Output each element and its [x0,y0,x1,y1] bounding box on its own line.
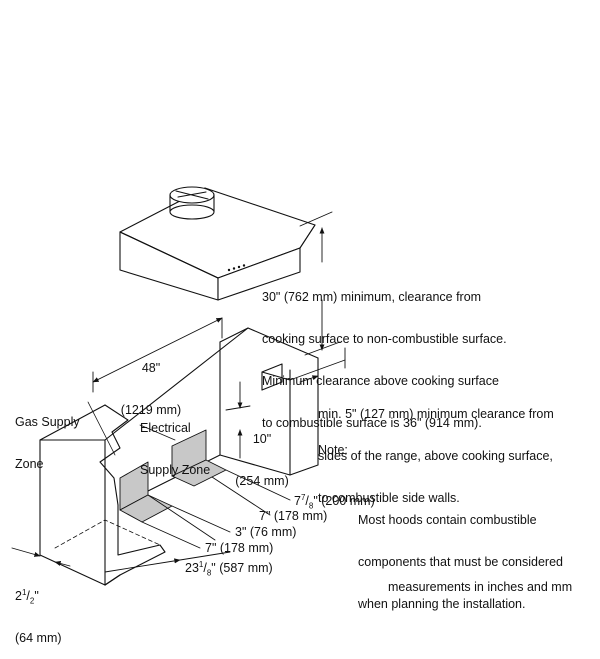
side-clearance-line-1: min. 5" (127 mm) minimum clearance from [318,407,554,421]
dim-3-text: 3" (76 mm) [235,525,297,539]
hood-clearance-line-1: 30" (762 mm) minimum, clearance from [262,290,482,304]
side-clearance-dimension [289,347,346,383]
hood-height-dimension [299,211,341,356]
installation-diagram [11,186,346,586]
dim-2-1-2-rest: " [34,589,39,603]
dimension-3: 3" (76 mm) [235,525,296,539]
range-hood [119,186,316,301]
hood-clearance-line-3: Minimum clearance above cooking surface [262,374,499,388]
dim-23-1-8-rest: " (587 mm) [211,561,273,575]
note-prefix: Note: [318,443,348,457]
dim-7-7-8-rest: " (200 mm) [313,494,375,508]
floor-dimensions [11,469,291,573]
dimension-7-b: 7" (178 mm) [205,541,273,555]
zone-height-dimension [225,381,251,459]
width-dimension-label: 48" (1219 mm) [115,333,187,431]
gas-zone-line-1: Gas Supply [15,415,80,429]
hood-clearance-line-2: cooking surface to non-combustible surfa… [262,332,507,346]
dim-2-1-2-whole: 2 [15,589,22,603]
dimension-2-1-2: 21/2" (64 mm) [15,587,62,645]
hood-control-buttons [227,264,246,272]
dim-2-1-2-num: 1 [21,587,27,597]
electrical-zone-line-1: Electrical [140,421,191,435]
dim-7b-text: 7" (178 mm) [205,541,274,555]
dim-7-7-8-num: 7 [300,492,306,502]
note-line-3: when planning the installation. [358,597,526,611]
dim-23-1-8-den: 8 [206,568,212,578]
dim-7-7-8-whole: 7 [294,494,301,508]
zone-height-inches: 10" [252,432,272,446]
electrical-zone-line-2: Supply Zone [140,463,211,477]
dim-2-1-2-mm: (64 mm) [15,631,62,645]
hood-clearance-note: 30" (762 mm) minimum, clearance from coo… [262,262,507,444]
zone-leader-lines [87,401,176,456]
dim-23-1-8-whole: 23 [185,561,199,575]
zone-height-label: 10" (254 mm) [232,404,292,502]
side-clearance-note: min. 5" (127 mm) minimum clearance from … [318,379,554,519]
dim-23-1-8-num: 1 [198,559,204,569]
dimension-7-a: 7" (178 mm) [259,509,327,523]
gas-zone-line-2: Zone [15,457,44,471]
zone-height-mm: (254 mm) [235,474,289,488]
width-inches: 48" [141,361,161,375]
hood-clearance-line-4: to combustible surface is 36" (914 mm). [262,416,482,430]
note-line-2: components that must be considered [358,555,563,569]
width-mm: (1219 mm) [120,403,182,417]
dimension-23-1-8: 231/8" (587 mm) [185,559,273,578]
units-footer: measurements in inches and mm [388,580,573,594]
gas-supply-zone-label: Gas Supply Zone [15,387,80,485]
side-clearance-line-3: to combustible side walls. [318,491,460,505]
width-dimension [92,317,223,393]
electrical-supply-zone-label: Electrical Supply Zone [140,393,210,491]
dim-7-7-8-den: 8 [308,501,314,511]
dim-7a-text: 7" (178 mm) [259,509,328,523]
side-clearance-line-2: sides of the range, above cooking surfac… [318,449,553,463]
combustible-note: Note: Most hoods contain combustible com… [318,443,563,653]
note-line-1: Most hoods contain combustible [358,513,537,527]
dimension-7-7-8: 77/8" (200 mm) [294,492,375,511]
